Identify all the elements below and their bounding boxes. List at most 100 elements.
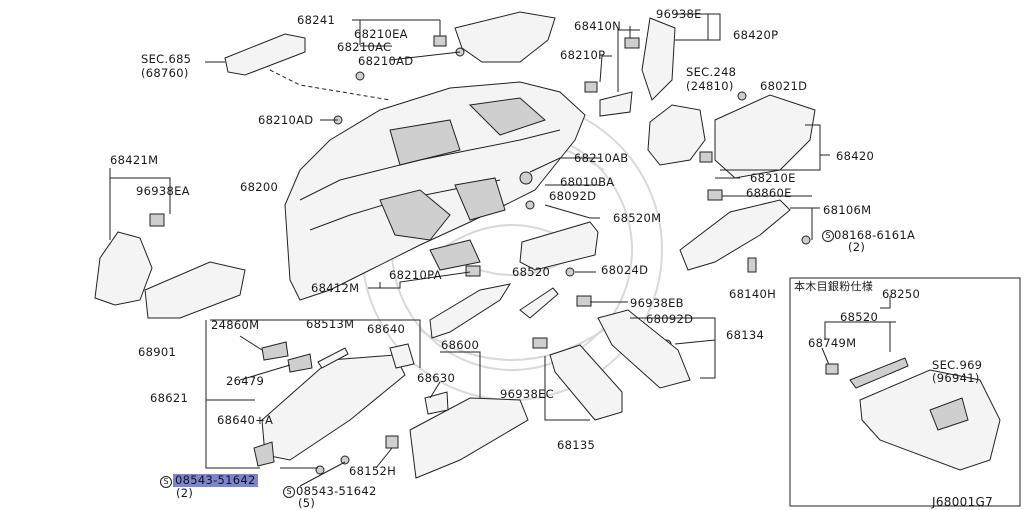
screw-68021d [737, 91, 747, 101]
callout-68140h: 68140H [729, 287, 777, 301]
callout-68210ad-left: 68210AD [258, 113, 314, 127]
screw-68024d [565, 267, 575, 277]
callout-68010ba: 68010BA [560, 175, 615, 189]
clip-96938eb [576, 295, 592, 307]
callout-68210ab: 68210AB [574, 151, 629, 165]
callout-68021d: 68021D [760, 79, 808, 93]
callout-68520m: 68520M [613, 211, 662, 225]
clip-68210ea [433, 35, 447, 47]
clip-68152h [385, 435, 399, 449]
clip-68860e [707, 189, 723, 201]
callout-68621: 68621 [150, 391, 189, 405]
center-panel-68520m [519, 221, 599, 271]
screw-symbol-08543-b: S [283, 486, 295, 498]
diagram-id: J68001G7 [932, 495, 994, 509]
bracket-68901 [144, 261, 246, 319]
callout-68420p: 68420P [733, 28, 779, 42]
callout-68241: 68241 [297, 13, 336, 27]
screw-symbol-08168: S [822, 230, 834, 242]
callout-68760: (68760) [141, 66, 189, 80]
callout-68749m: 68749M [808, 336, 857, 350]
side-finisher-68421m [94, 231, 153, 306]
callout-68024d: 68024D [601, 263, 649, 277]
callout-96938e: 96938E [656, 7, 702, 21]
callout-sec248: SEC.248 [686, 65, 737, 79]
instrument-panel-part [284, 81, 586, 301]
side-panel-68135 [549, 344, 623, 421]
callout-68134: 68134 [726, 328, 765, 342]
screw-68010ba [519, 171, 533, 185]
clip-96938ea [149, 213, 165, 227]
garnish-68410n-part [599, 91, 633, 117]
screw-08168 [801, 235, 811, 245]
part-68630 [424, 391, 449, 415]
callout-68152h: 68152H [349, 464, 397, 478]
cluster-lid-part [641, 17, 676, 101]
callout-68092d-a: 68092D [549, 189, 597, 203]
lower-box-68600 [409, 397, 529, 479]
clip-68210pa [465, 265, 481, 277]
callout-68210ac: 68210AC [337, 40, 392, 54]
inset-switch-96941 [929, 397, 969, 431]
callout-68250: 68250 [882, 287, 921, 301]
callout-68421m: 68421M [110, 153, 159, 167]
callout-68135: 68135 [557, 438, 596, 452]
cluster-finisher-part [714, 94, 816, 179]
callout-68412m: 68412M [311, 281, 360, 295]
callout-08543-b-qty: (5) [298, 496, 316, 510]
callout-68210ad-top: 68210AD [358, 54, 414, 68]
screw-68210ac [355, 71, 365, 81]
part-26479 [287, 353, 313, 373]
callout-68630: 68630 [417, 371, 456, 385]
callout-68210ea: 68210EA [354, 27, 408, 41]
inset-frame [789, 277, 1021, 507]
callout-26479: 26479 [226, 374, 265, 388]
callout-68520: 68520 [512, 265, 551, 279]
inset-clip-68749m [825, 363, 839, 375]
callout-08168-qty: (2) [848, 240, 866, 254]
callout-sec685: SEC.685 [141, 52, 192, 66]
callout-68901: 68901 [138, 345, 177, 359]
clip-68210p [584, 81, 598, 93]
glove-box-68621 [261, 354, 406, 461]
inset-title: 本木目銀粉仕様 [794, 280, 874, 293]
callout-68092d-b: 68092D [646, 312, 694, 326]
meter-part [647, 104, 706, 166]
screw-68092d-a [525, 200, 535, 210]
callout-96938eb: 96938EB [630, 296, 684, 310]
callout-68600: 68600 [441, 338, 480, 352]
part-68640a [253, 441, 275, 467]
callout-24810: (24810) [686, 79, 734, 93]
lock-68640 [389, 343, 415, 369]
callout-08543-51642-b: 08543-51642 [296, 484, 377, 498]
side-panel-68134 [597, 309, 691, 389]
callout-68640a: 68640+A [217, 413, 274, 427]
callout-68200: 68200 [240, 180, 279, 194]
inset-strip-68520 [849, 357, 909, 389]
clip-68210e [699, 151, 713, 163]
clip-96938e [624, 37, 640, 49]
sec685-pad-part [224, 33, 306, 76]
screw-symbol-08543-a: S [160, 476, 172, 488]
leader-lines [109, 13, 830, 487]
part-24860m [261, 341, 289, 361]
clip-68140h [747, 257, 757, 273]
bracket-68106m [679, 199, 791, 271]
callout-08543-a-qty: (2) [176, 486, 194, 500]
callout-68420: 68420 [836, 149, 875, 163]
inset-panel-68250 [859, 369, 1001, 471]
bar-68513m [317, 347, 349, 369]
callout-sec969: SEC.969 [932, 358, 983, 372]
screw-08543-b [340, 455, 350, 465]
callout-24860m: 24860M [211, 318, 260, 332]
callout-08543-51642-highlighted[interactable]: 08543-51642 [173, 473, 258, 487]
callout-68106m: 68106M [823, 203, 872, 217]
callout-inset-68520: 68520 [840, 310, 879, 324]
callout-68210pa: 68210PA [389, 268, 442, 282]
callout-08168-6161a: 08168-6161A [834, 228, 916, 242]
callout-68513m: 68513M [306, 317, 355, 331]
callout-68860e: 68860E [746, 186, 792, 200]
callout-68210e: 68210E [750, 171, 796, 185]
lower-strip-68412m [429, 283, 512, 339]
